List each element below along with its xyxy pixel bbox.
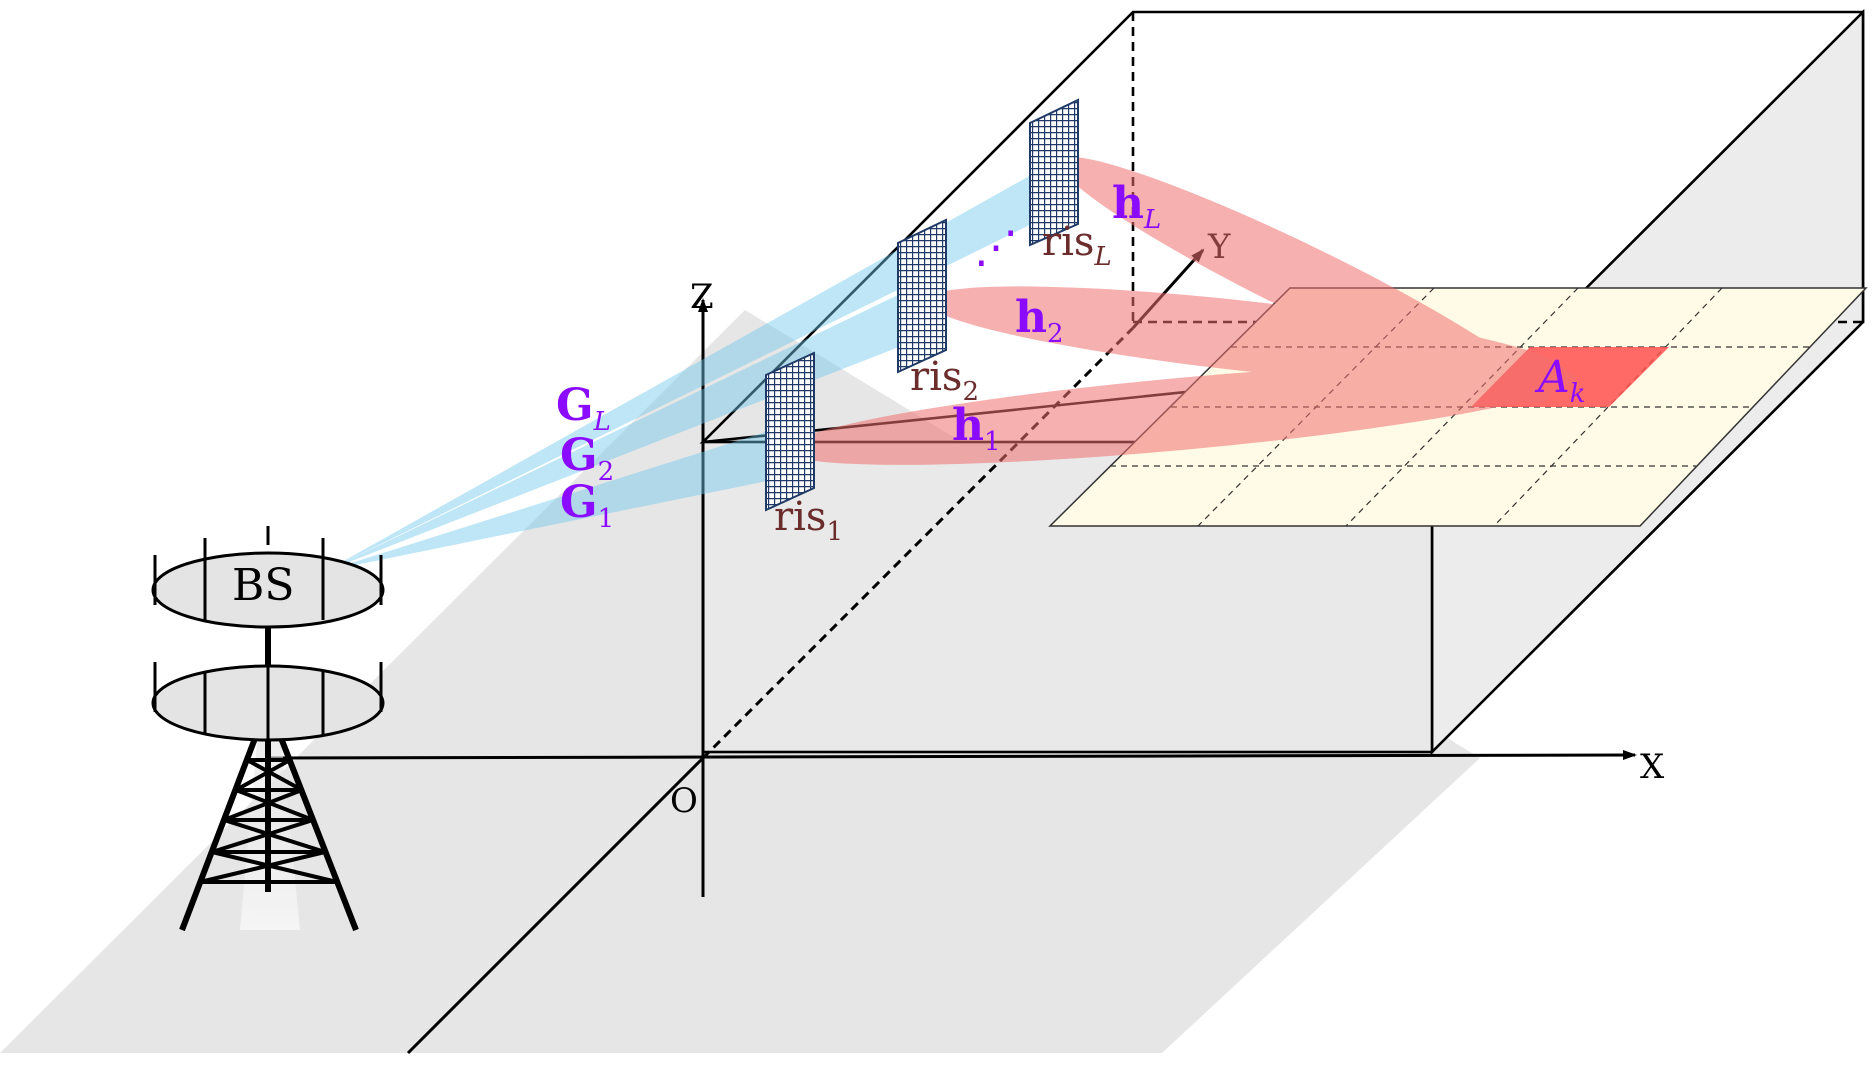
channel-g-2-label: G2 <box>560 430 614 487</box>
x-axis-label: X <box>1640 747 1665 787</box>
beam-h1 <box>783 363 1577 465</box>
y-axis-front <box>406 756 705 1055</box>
lower-antenna-ring <box>151 660 385 742</box>
channel-h-L-label: hL <box>1112 178 1161 235</box>
y-axis-mid <box>701 326 1135 760</box>
bs-ris-beams <box>326 170 1040 571</box>
ris-target-beams <box>783 156 1577 465</box>
base-station: BS <box>151 526 385 932</box>
beam-g1 <box>326 430 772 571</box>
channel-h-2-label: h2 <box>1015 292 1064 349</box>
channel-g-1-label: G1 <box>560 477 614 534</box>
beam-hL <box>1059 156 1549 404</box>
ellipsis-dots: ⋰ <box>974 222 1018 273</box>
channel-g-L-label: GL <box>556 380 611 437</box>
beam-gL <box>326 170 1040 571</box>
ris-2-label: ris2 <box>910 354 979 407</box>
origin-label: O <box>670 781 698 821</box>
ris-L-panel <box>1029 98 1079 247</box>
ris-L-label: risL <box>1042 219 1112 272</box>
ris-panels <box>765 98 1079 512</box>
ris-1-label: ris1 <box>774 494 843 547</box>
upper-antenna-ring <box>151 526 385 650</box>
beam-g2 <box>326 292 904 571</box>
z-axis-label: Z <box>690 277 714 317</box>
channel-h-1-label: h1 <box>952 400 1001 457</box>
bs-label: BS <box>232 560 294 611</box>
target-area-label: Ak <box>1534 352 1586 409</box>
ris-1-panel <box>765 351 815 512</box>
x-axis <box>269 750 1637 761</box>
ris-2-panel <box>897 218 947 374</box>
